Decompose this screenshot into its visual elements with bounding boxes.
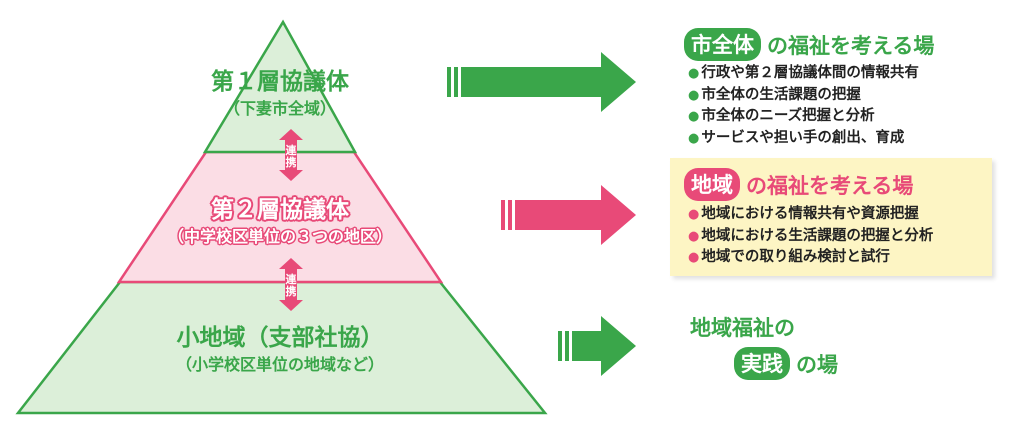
green-right-arrow-icon bbox=[558, 316, 636, 376]
tier1-subtitle: （下妻市全域） bbox=[223, 99, 336, 118]
city-pill: 市全体 bbox=[684, 28, 761, 61]
list-item: ●地域における情報共有や資源把握 bbox=[688, 206, 919, 222]
bullet-dot-icon: ● bbox=[688, 250, 700, 265]
city-heading-text: の福祉を考える場 bbox=[767, 33, 935, 58]
city-bullet-list: ●行政や第２層協議体間の情報共有 ●市全体の生活課題の把握 ●市全体のニーズ把握… bbox=[688, 63, 919, 149]
tier3-title: 小地域（支部社協） bbox=[176, 325, 384, 351]
region-heading-text: の福祉を考える場 bbox=[746, 173, 914, 198]
link-label: 連携 bbox=[285, 144, 297, 169]
bullet-dot-icon: ● bbox=[688, 130, 700, 146]
local-panel-heading: 実践 の場 bbox=[734, 347, 838, 380]
tier3-subtitle: （小学校区単位の地域など） bbox=[175, 355, 384, 374]
region-pill: 地域 bbox=[684, 168, 740, 201]
green-right-arrow-icon bbox=[447, 52, 636, 112]
bullet-dot-icon: ● bbox=[688, 228, 700, 244]
city-panel-heading: 市全体 の福祉を考える場 bbox=[684, 28, 934, 61]
region-bullet-list: ●地域における情報共有や資源把握 ●地域における生活課題の把握と分析 ●地域での… bbox=[688, 204, 933, 269]
local-heading-text: の場 bbox=[796, 352, 838, 377]
local-pill: 実践 bbox=[734, 347, 790, 380]
double-vertical-arrow-icon bbox=[279, 129, 303, 181]
pyramid-tier1-shape bbox=[202, 19, 358, 154]
tier2-subtitle: （中学校区単位の３つの地区） bbox=[167, 227, 392, 246]
link-label: 連携 bbox=[285, 273, 297, 298]
pink-right-arrow-icon bbox=[501, 185, 636, 245]
bullet-dot-icon: ● bbox=[688, 87, 700, 103]
double-vertical-arrow-icon bbox=[279, 258, 303, 311]
list-item: ●市全体の生活課題の把握 bbox=[688, 86, 861, 103]
list-item: ●サービスや担い手の創出、育成 bbox=[688, 129, 905, 146]
bullet-dot-icon: ● bbox=[688, 109, 700, 124]
tier2-title: 第２層協議体 bbox=[211, 197, 349, 223]
bullet-dot-icon: ● bbox=[688, 207, 700, 222]
list-item: ●地域における生活課題の把握と分析 bbox=[688, 227, 934, 244]
tier1-title: 第１層協議体 bbox=[211, 69, 349, 95]
list-item: ●地域での取り組み検討と試行 bbox=[688, 249, 890, 265]
region-panel-heading: 地域 の福祉を考える場 bbox=[684, 168, 913, 201]
bullet-dot-icon: ● bbox=[688, 66, 700, 81]
list-item: ●行政や第２層協議体間の情報共有 bbox=[688, 65, 919, 81]
local-panel-line1: 地域福祉の bbox=[690, 316, 795, 340]
list-item: ●市全体のニーズ把握と分析 bbox=[688, 108, 875, 124]
